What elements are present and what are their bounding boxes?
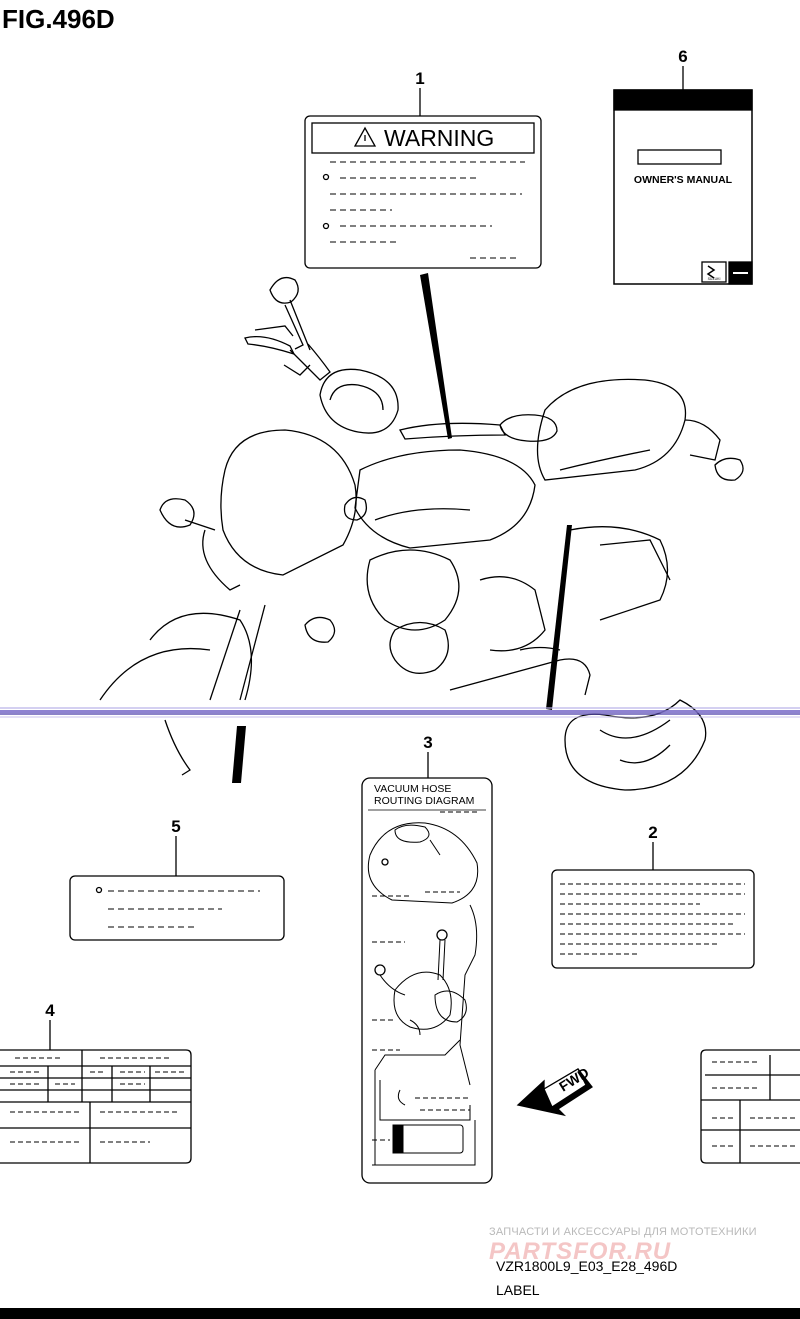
leader-lines [232, 273, 572, 783]
label-3-vacuum-hose [361, 752, 493, 1184]
watermark-logo: PARTSFOR.RU [489, 1238, 672, 1265]
leader-seat [546, 525, 572, 710]
leader-front [232, 726, 246, 783]
label-2 [551, 842, 755, 969]
callout-3: 3 [423, 733, 432, 752]
label-1-warning [304, 88, 542, 269]
label-5 [69, 836, 285, 941]
fwd-arrow [516, 1068, 593, 1117]
callout-2: 2 [648, 823, 657, 842]
bullet-icon [322, 173, 330, 181]
motorcycle-illustration [99, 276, 744, 791]
warning-heading: WARNING [384, 125, 494, 151]
document-name: LABEL [496, 1282, 540, 1298]
document-code: VZR1800L9_E03_E28_496D [496, 1258, 678, 1274]
label-4 [0, 1020, 192, 1164]
fitting-icon [381, 858, 389, 866]
callout-1: 1 [415, 69, 424, 88]
fitting-icon [436, 929, 448, 941]
owners-manual-title: OWNER'S MANUAL [634, 174, 733, 186]
label-6-owners-manual [613, 66, 753, 285]
scan-artifact [0, 707, 800, 718]
callout-6: 6 [678, 47, 687, 66]
suzuki-logo-icon [701, 261, 727, 283]
figure-title: FIG.496D [2, 4, 115, 34]
warning-triangle-icon [353, 126, 377, 147]
label-right-partial [700, 1049, 800, 1164]
callout-4: 4 [45, 1001, 55, 1020]
bullet-icon [322, 222, 330, 230]
leader-1 [420, 273, 452, 439]
bullet-icon [95, 886, 103, 894]
vacuum-label-line2: ROUTING DIAGRAM [374, 795, 474, 807]
vacuum-label-line1: VACUUM HOSE [374, 783, 451, 795]
suzuki-brand-mark: SUZUKI [708, 277, 721, 281]
watermark-tagline: ЗАПЧАСТИ И АКСЕССУАРЫ ДЛЯ МОТОТЕХНИКИ [489, 1226, 757, 1238]
callout-5: 5 [171, 817, 180, 836]
fitting-icon [374, 964, 386, 976]
bottom-bar [0, 1308, 800, 1319]
